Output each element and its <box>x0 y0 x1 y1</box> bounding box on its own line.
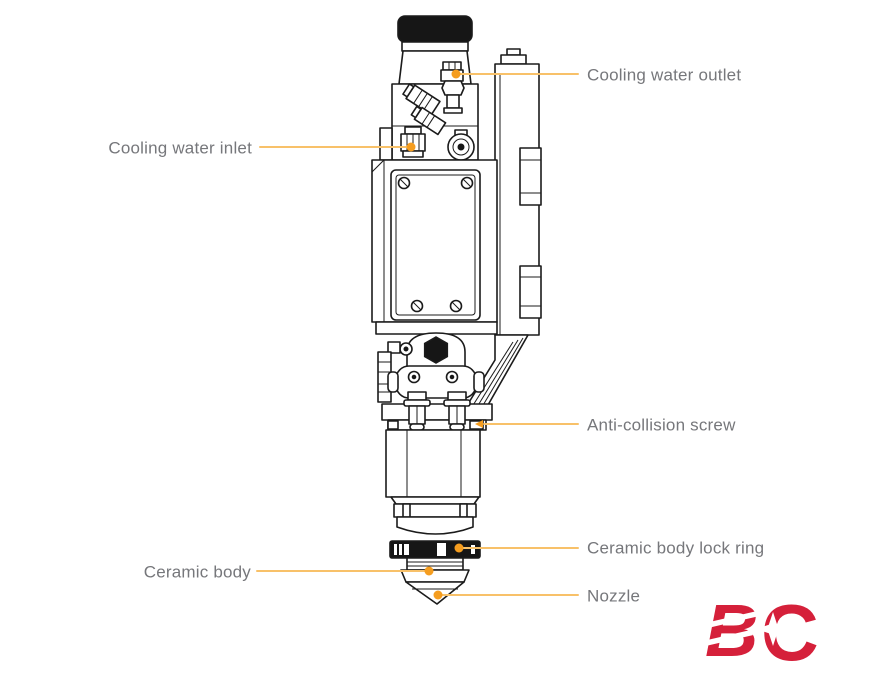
focus-tube <box>385 429 481 535</box>
leader-dot-ceramic-body-lock-ring <box>454 543 464 553</box>
leader-line-anti-collision-screw <box>483 423 579 425</box>
label-cooling-water-outlet: Cooling water outlet <box>587 65 742 85</box>
main-body <box>371 159 498 335</box>
hex-bolt <box>423 336 449 364</box>
label-nozzle: Nozzle <box>587 586 641 606</box>
label-cooling-water-inlet: Cooling water inlet <box>108 138 252 158</box>
ceramic-body-lock-ring-part <box>389 540 481 559</box>
leader-dot-nozzle <box>433 590 443 600</box>
leader-dot-ceramic-body <box>424 566 434 576</box>
fiber-connector <box>397 15 473 85</box>
label-ceramic-body-lock-ring: Ceramic body lock ring <box>587 538 765 558</box>
label-ceramic-body: Ceramic body <box>143 562 251 582</box>
label-anti-collision-screw: Anti-collision screw <box>587 415 736 435</box>
bracket-fittings <box>403 391 471 431</box>
leader-line-nozzle <box>438 594 579 596</box>
leader-line-ceramic-body <box>256 570 429 572</box>
plate-screws <box>397 176 474 313</box>
leader-dot-cooling-water-inlet <box>406 142 416 152</box>
sparkle-star-icon <box>756 612 790 646</box>
mid-section <box>377 332 485 403</box>
angled-fitting-lower <box>410 105 447 136</box>
bc-logo: B C <box>703 592 819 672</box>
leader-line-cooling-water-outlet <box>456 73 579 75</box>
leader-arrow-anti-collision-screw <box>475 420 483 428</box>
leader-line-ceramic-body-lock-ring <box>459 547 579 549</box>
ceramic-body-part <box>400 557 470 583</box>
angled-fitting-upper <box>402 83 441 116</box>
leader-dot-cooling-water-outlet <box>451 69 461 79</box>
leader-line-cooling-water-inlet <box>259 146 411 148</box>
